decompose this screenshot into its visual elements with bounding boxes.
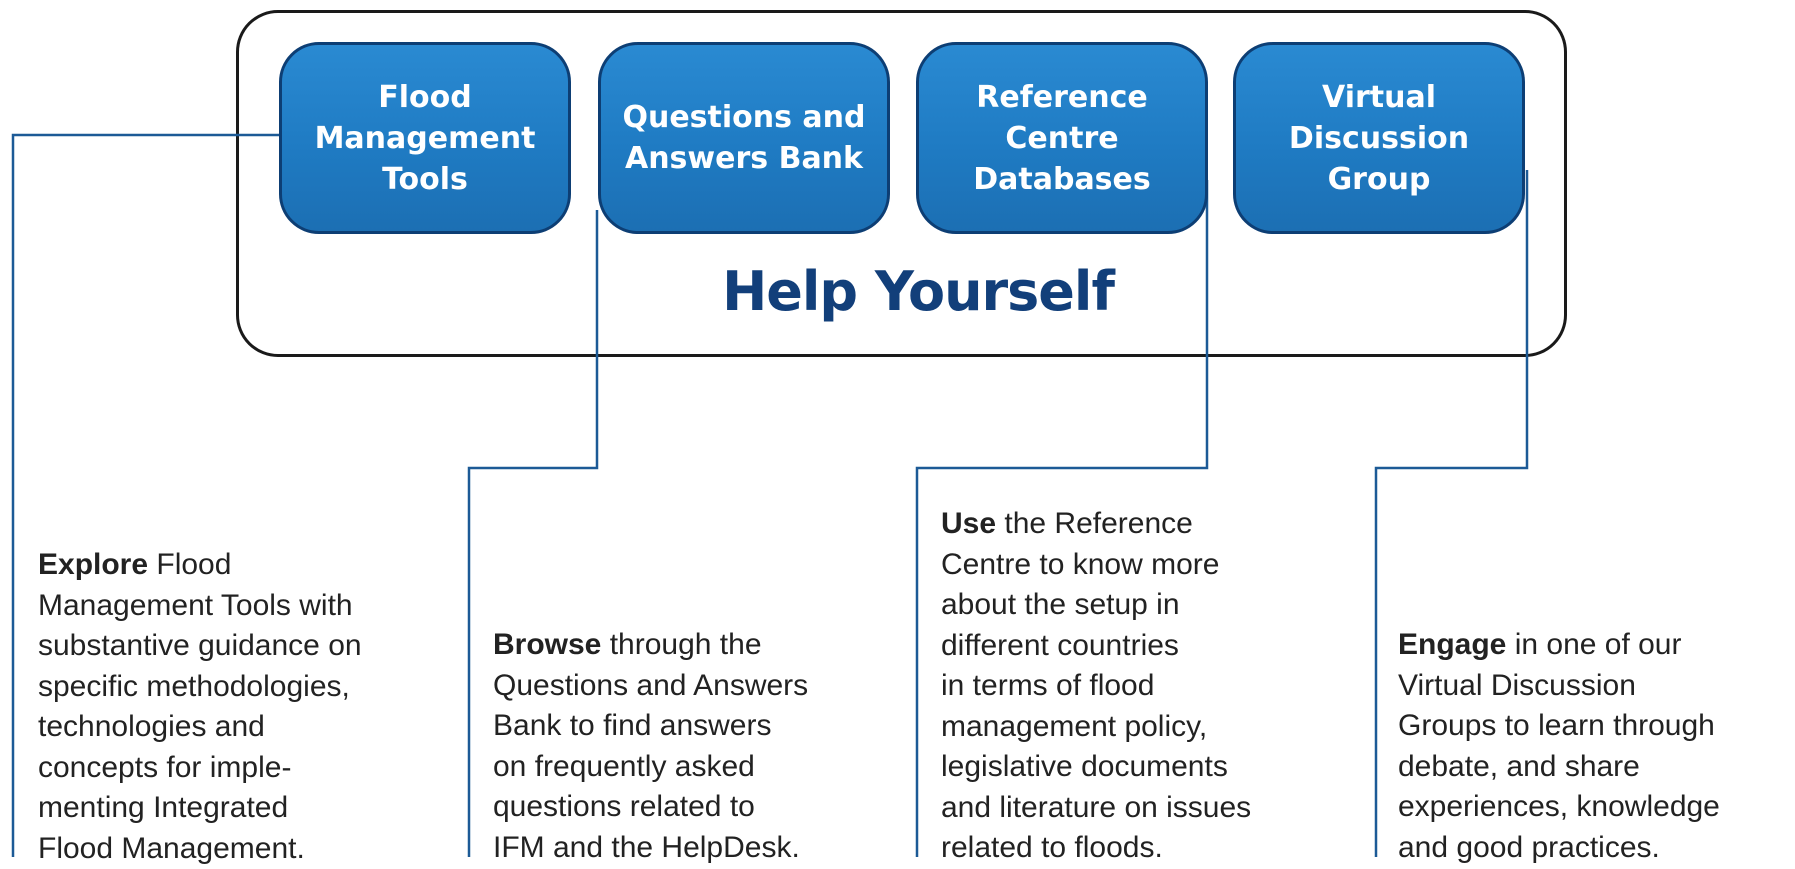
flood-tools-description: Explore Flood Management Tools with subs… [38,545,448,869]
help-yourself-title: Help Yourself [722,260,1115,323]
description-text: through the Questions and Answers Bank t… [493,628,809,864]
reference-centre-databases-button[interactable]: Reference Centre Databases [916,42,1208,234]
description-lead: Engage [1398,628,1507,661]
description-text: the Reference Centre to know more about … [941,507,1252,864]
description-lead: Browse [493,628,602,661]
description-lead: Use [941,507,997,540]
description-lead: Explore [38,548,149,581]
description-text: in one of our Virtual Discussion Groups … [1398,628,1720,864]
connector-flood-tools [11,133,279,857]
virtual-discussion-group-button[interactable]: Virtual Discussion Group [1233,42,1525,234]
qa-bank-description: Browse through the Questions and Answers… [493,625,903,868]
discussion-group-description: Engage in one of our Virtual Discussion … [1398,625,1793,868]
flood-management-tools-button[interactable]: Flood Management Tools [279,42,571,234]
connector-qa-bank [467,210,599,857]
questions-answers-bank-button[interactable]: Questions and Answers Bank [598,42,890,234]
connector-discussion-group [1374,170,1529,857]
description-text: Flood Management Tools with substantive … [38,548,362,865]
connector-reference-centre [915,180,1209,857]
reference-centre-description: Use the Reference Centre to know more ab… [941,504,1351,869]
